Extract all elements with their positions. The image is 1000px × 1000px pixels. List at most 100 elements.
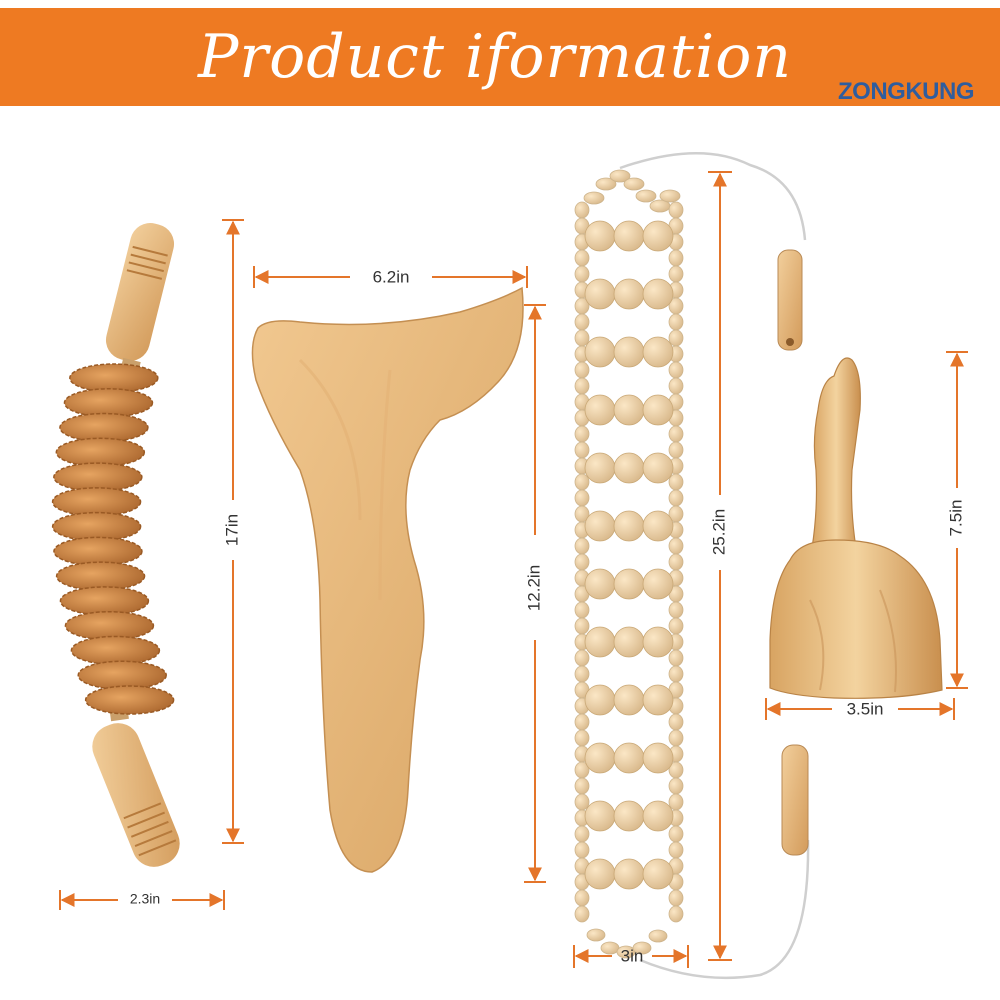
roller-wheel: [51, 487, 142, 517]
belt-rail-bead: [668, 441, 684, 459]
belt-rail-bead: [668, 729, 684, 747]
belt-rail-bead: [668, 841, 684, 859]
belt-ball: [642, 568, 674, 600]
belt-ball: [584, 800, 616, 832]
belt-ball: [613, 336, 645, 368]
belt-cap-bead: [600, 941, 620, 955]
belt-rail-bead: [574, 249, 590, 267]
belt-bottom-handle: [781, 744, 809, 856]
belt-ball: [613, 684, 645, 716]
paddle-width-dimension: [253, 266, 528, 288]
belt-width-label: 3in: [621, 946, 644, 965]
belt-rail-bead: [668, 425, 684, 443]
belt-cap-bead: [609, 169, 631, 183]
belt-rail-bead: [668, 553, 684, 571]
belt-cap-bead: [635, 189, 657, 203]
belt-rail-bead: [668, 665, 684, 683]
belt-top-cap: [583, 169, 681, 213]
belt-rail-bead: [574, 313, 590, 331]
belt-rail-bead: [668, 601, 684, 619]
belt-rail-bead: [668, 537, 684, 555]
roller-wheel: [69, 363, 159, 393]
belt-length-label: 25.2in: [709, 509, 728, 555]
roller-wheel: [51, 511, 142, 542]
belt-cap-bead: [659, 189, 681, 203]
belt-ball: [642, 336, 674, 368]
belt-top-handle: [777, 249, 803, 351]
belt-rail-bead: [574, 649, 590, 667]
roller-wheel: [55, 437, 146, 468]
belt-rail-bead: [668, 361, 684, 379]
belt-cap-bead: [623, 177, 645, 191]
belt-ball: [613, 220, 645, 252]
cup-width-label: 3.5in: [847, 699, 884, 718]
belt-ball: [613, 800, 645, 832]
belt-rail-bead: [574, 441, 590, 459]
roller-width-dimension: [59, 890, 225, 910]
roller-wheel: [84, 685, 175, 715]
belt-ball: [642, 278, 674, 310]
belt-ball: [584, 626, 616, 658]
belt-rail-bead: [574, 473, 590, 491]
belt-rail-bead: [574, 489, 590, 507]
belt-rail-bead: [574, 425, 590, 443]
belt-ball: [584, 568, 616, 600]
belt-rail-bead: [668, 201, 684, 219]
belt-rail-bead: [668, 649, 684, 667]
belt-rail-bead: [668, 489, 684, 507]
belt-rail-bead: [574, 825, 590, 843]
belt-rail-bead: [668, 713, 684, 731]
belt-ball: [613, 626, 645, 658]
belt-ball: [613, 568, 645, 600]
belt-rail-bead: [574, 793, 590, 811]
belt-cap-bead: [648, 929, 668, 943]
cup-bell: [769, 539, 943, 699]
belt-ball: [613, 510, 645, 542]
cup-handle: [811, 357, 861, 549]
roller-wheel: [63, 388, 154, 418]
belt-rail-bead: [668, 313, 684, 331]
belt-bottom-cord: [639, 839, 810, 980]
header-banner: Product iformation: [0, 8, 1000, 106]
roller-wheel: [55, 561, 146, 591]
roller-wheel: [59, 412, 149, 443]
belt-rail-bead: [574, 889, 590, 907]
belt-ball: [584, 742, 616, 774]
belt-rail-bead: [574, 201, 590, 219]
belt-ball: [642, 684, 674, 716]
belt-rail-bead: [668, 329, 684, 347]
belt-rail-bead: [668, 889, 684, 907]
belt-rail-bead: [574, 537, 590, 555]
belt-rail-bead: [574, 329, 590, 347]
roller-wheel: [59, 586, 150, 616]
belt-ball: [613, 858, 645, 890]
belt-length-dimension: [708, 171, 732, 961]
belt-ball: [642, 742, 674, 774]
belt-ball: [642, 858, 674, 890]
roller-wheel: [77, 660, 167, 690]
belt-rail-bead: [668, 265, 684, 283]
belt-ball: [584, 336, 616, 368]
cup-width-dimension: [765, 698, 955, 720]
belt-rail-bead: [574, 553, 590, 571]
belt-rail-bead: [668, 777, 684, 795]
paddle-width-label: 6.2in: [373, 267, 410, 286]
wooden-massage-cup: [769, 357, 943, 699]
roller-massager: [51, 223, 180, 867]
belt-cap-bead: [586, 928, 606, 942]
roller-height-dimension: [222, 219, 244, 844]
belt-rail-bead: [668, 377, 684, 395]
belt-ball: [613, 394, 645, 426]
belt-rail-bead: [574, 265, 590, 283]
belt-rail-bead: [668, 249, 684, 267]
paddle-height-dimension: [524, 304, 546, 883]
belt-rail-bead: [668, 793, 684, 811]
belt-top-cord: [619, 152, 807, 241]
belt-rail-bead: [668, 825, 684, 843]
page-title: Product iformation: [198, 22, 792, 92]
roller-wheel: [64, 610, 155, 641]
belt-rail-bead: [574, 361, 590, 379]
belt-rail-bead: [574, 713, 590, 731]
belt-ball: [642, 452, 674, 484]
belt-rail-bead: [668, 905, 684, 923]
